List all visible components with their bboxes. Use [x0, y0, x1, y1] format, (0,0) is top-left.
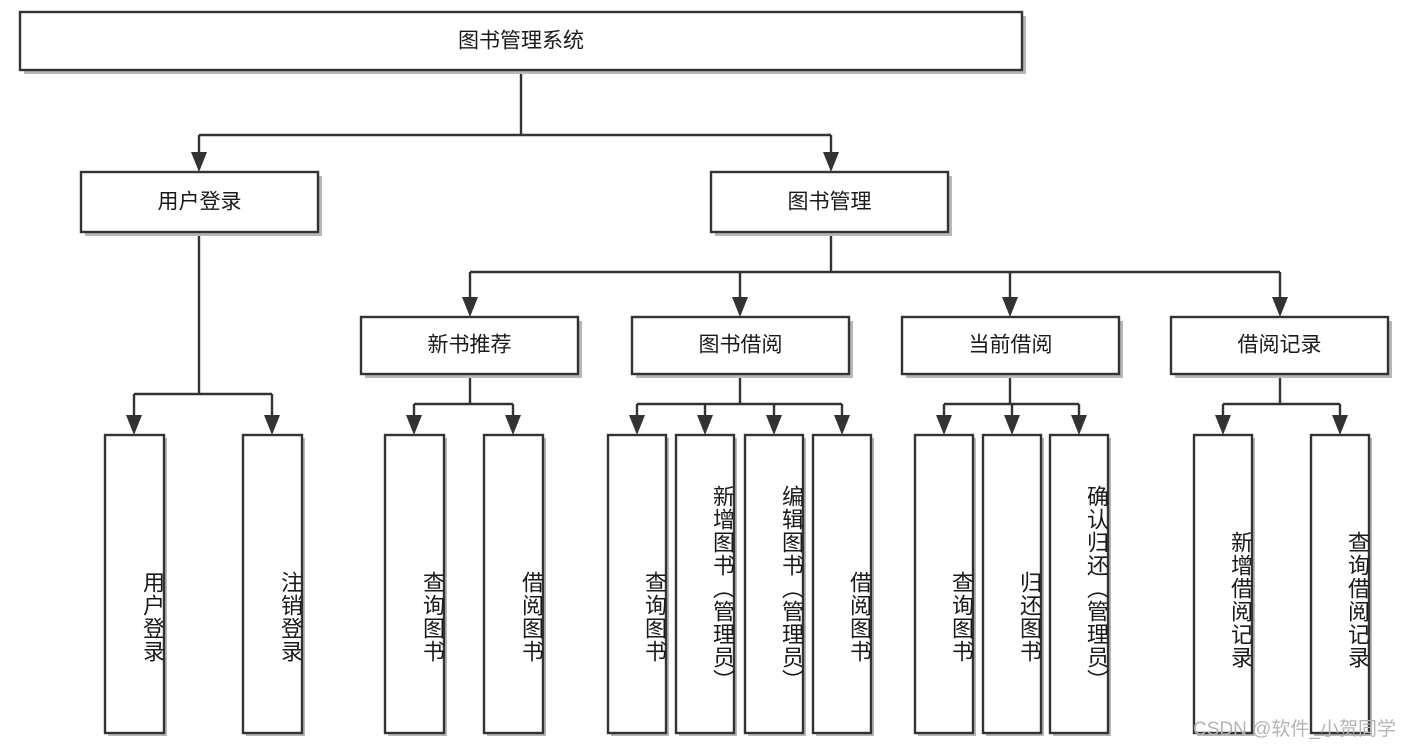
node-borrow-record[interactable]: 借阅记录: [1169, 315, 1392, 378]
leaf-rect-query-book-2[interactable]: [606, 433, 668, 735]
node-new-book-recommend-label: 新书推荐: [428, 334, 512, 357]
leaf-rect-query-book-3[interactable]: [913, 433, 975, 735]
node-root[interactable]: 图书管理系统: [18, 10, 1026, 74]
node-new-book-recommend[interactable]: 新书推荐: [359, 315, 582, 378]
leaf-rect-user-login[interactable]: [103, 433, 166, 735]
node-user-login-label: 用户登录: [158, 191, 242, 214]
connector-newbook-to-leaves: [406, 374, 521, 435]
leaf-rect-query-book-1[interactable]: [383, 433, 446, 735]
connector-currentborrow-to-leaves: [936, 374, 1087, 435]
csdn-watermark: CSDN @软件_小贺同学: [1193, 719, 1396, 740]
leaf-rect-borrow-book-2[interactable]: [811, 433, 873, 735]
node-book-borrow-label: 图书借阅: [699, 334, 783, 357]
leaf-node-rects: [103, 433, 1372, 736]
leaf-rect-add-borrow-record[interactable]: [1192, 433, 1254, 735]
connector-borrowrecord-to-leaves: [1215, 374, 1348, 435]
node-borrow-record-label: 借阅记录: [1238, 334, 1322, 357]
node-current-borrow-label: 当前借阅: [969, 334, 1053, 357]
leaf-rect-add-book[interactable]: [674, 433, 736, 735]
node-current-borrow[interactable]: 当前借阅: [900, 315, 1123, 378]
leaf-rect-query-borrow-record[interactable]: [1309, 433, 1371, 735]
node-user-login[interactable]: 用户登录: [79, 170, 322, 236]
leaf-rect-logout-login[interactable]: [241, 433, 304, 735]
connector-root-to-level2: [191, 70, 839, 172]
node-book-management[interactable]: 图书管理: [709, 170, 952, 236]
leaf-rect-edit-book[interactable]: [743, 433, 805, 735]
node-root-label: 图书管理系统: [458, 30, 584, 53]
leaf-rect-confirm-return[interactable]: [1048, 433, 1110, 735]
connector-userlogin-to-leaves: [126, 232, 280, 435]
node-book-borrow[interactable]: 图书借阅: [630, 315, 853, 378]
connector-bookmgmt-to-level3: [462, 232, 1288, 317]
leaf-rect-return-book[interactable]: [981, 433, 1043, 735]
connector-bookborrow-to-leaves: [629, 374, 850, 435]
node-book-management-label: 图书管理: [788, 191, 872, 214]
leaf-rect-borrow-book-1[interactable]: [482, 433, 545, 735]
